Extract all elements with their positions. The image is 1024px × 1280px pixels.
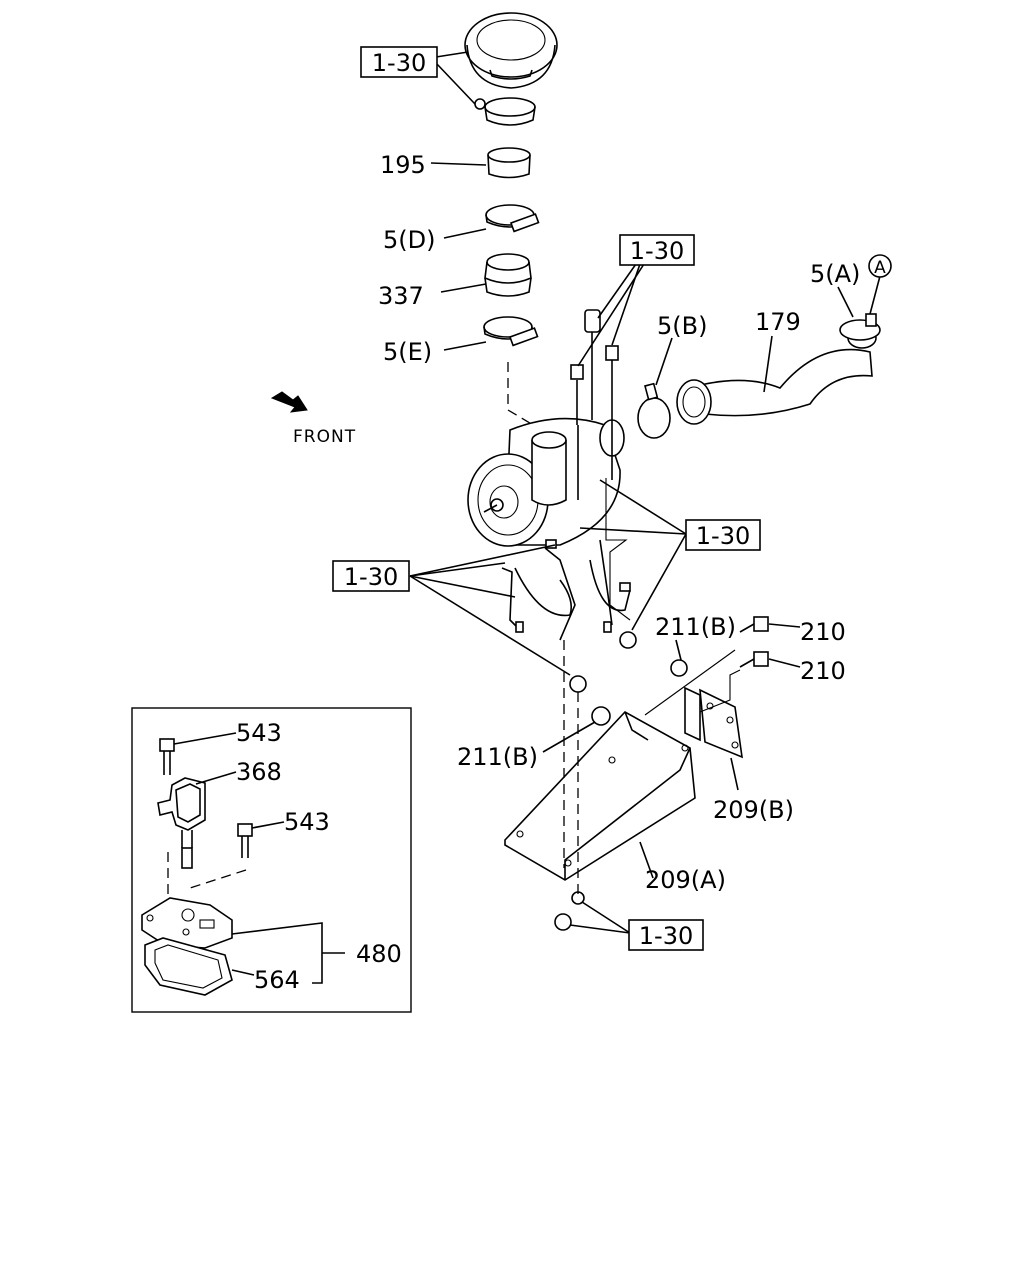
- ref-box-2: 1-30: [619, 234, 695, 266]
- hose-clamp-5d: [485, 204, 540, 233]
- front-arrow-icon: [270, 391, 308, 413]
- label-543-2: 543: [284, 808, 330, 836]
- mounting-straps: [501, 539, 631, 641]
- front-label: FRONT: [293, 427, 356, 447]
- bracket-209b: [684, 686, 743, 759]
- label-210-1: 210: [800, 618, 846, 646]
- label-209b: 209(B): [713, 796, 794, 824]
- circled-ref-a-label: A: [874, 258, 886, 278]
- label-210-2: 210: [800, 657, 846, 685]
- label-337: 337: [378, 282, 424, 310]
- nut-211b-2: [591, 706, 611, 726]
- label-368: 368: [236, 758, 282, 786]
- label-5d: 5(D): [383, 226, 435, 254]
- ref-box-3-label: 1-30: [696, 522, 750, 550]
- hose-clamp-5a: [839, 313, 881, 341]
- hose-179: [676, 327, 877, 425]
- gasket-564: [144, 937, 233, 996]
- ref-box-3: 1-30: [685, 519, 761, 551]
- ref-box-5: 1-30: [628, 919, 704, 951]
- nut-211b-1: [670, 659, 688, 677]
- sensor-368: [157, 771, 237, 869]
- inset-box: 543 368 543 480 564: [131, 707, 412, 1013]
- bolt-543-1: [159, 732, 237, 775]
- label-211b-2: 211(B): [457, 743, 538, 771]
- ring-195: [487, 147, 531, 179]
- label-5e: 5(E): [383, 338, 432, 366]
- bolt-210-1: [739, 616, 769, 633]
- label-5a: 5(A): [810, 260, 860, 288]
- air-cleaner-housing: [467, 417, 625, 547]
- bracket-209a: [504, 710, 696, 881]
- label-480: 480: [356, 940, 402, 968]
- bolt-543-2: [237, 821, 285, 858]
- label-211b-1: 211(B): [655, 613, 736, 641]
- label-543-1: 543: [236, 719, 282, 747]
- cap-clamp: [474, 97, 536, 126]
- label-179: 179: [755, 308, 801, 336]
- nuts-1-30: [554, 631, 637, 931]
- label-5b: 5(B): [657, 312, 707, 340]
- bolt-210-2: [739, 651, 769, 668]
- circled-ref-a: A: [868, 254, 892, 278]
- ref-box-2-label: 1-30: [630, 237, 684, 265]
- ref-box-4: 1-30: [332, 560, 410, 592]
- ref-box-5-label: 1-30: [639, 922, 693, 950]
- ref-box-4-label: 1-30: [344, 563, 398, 591]
- label-564: 564: [254, 966, 300, 994]
- label-195: 195: [380, 151, 426, 179]
- air-cleaner-cap: [464, 12, 558, 89]
- label-209a: 209(A): [645, 866, 726, 894]
- ref-box-1-label: 1-30: [372, 49, 426, 77]
- hose-clamp-5e: [483, 316, 539, 347]
- adapter-337: [484, 253, 532, 297]
- top-studs: [570, 309, 619, 500]
- leader-lines: [409, 51, 881, 934]
- ref-box-1: 1-30: [360, 46, 438, 78]
- plate-480: [141, 897, 233, 949]
- hose-clamp-5b: [637, 382, 671, 439]
